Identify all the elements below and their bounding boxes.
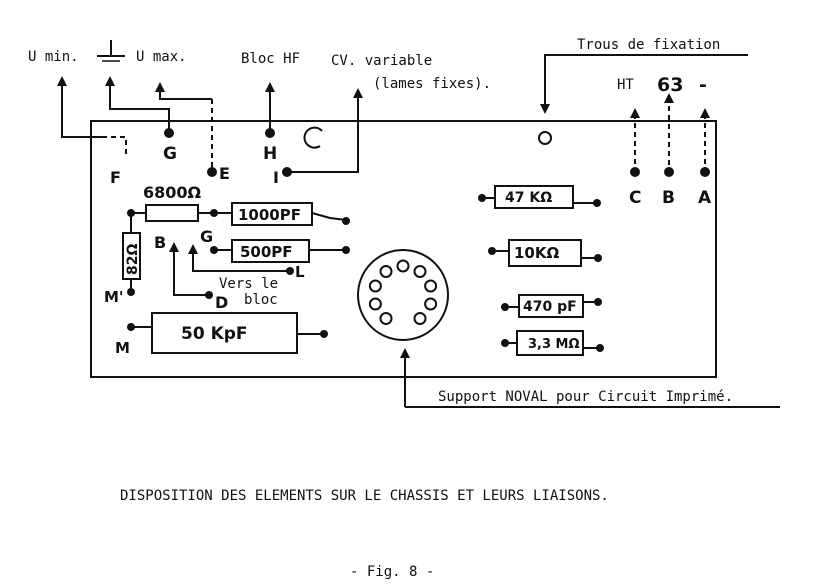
- capacitor-470pf: [518, 294, 584, 318]
- resistor-3-3m-label: 3,3 MΩ: [528, 337, 580, 352]
- capacitor-1000pf-label: 1000PF: [238, 206, 301, 224]
- label-trous-fixation: Trous de fixation: [577, 37, 720, 53]
- terminal-g: G: [163, 144, 177, 164]
- terminal-g-left: G: [200, 227, 213, 246]
- chassis-outline: [90, 120, 717, 378]
- resistor-47k-label: 47 KΩ: [505, 190, 552, 206]
- resistor-47k: [494, 185, 574, 209]
- socket-pin-hole: [424, 279, 438, 293]
- terminal-g-dot: [164, 128, 174, 138]
- fixing-hole-right: [538, 131, 552, 145]
- terminal-h-dot: [265, 128, 275, 138]
- capacitor-50kpf-label: 50 KpF: [181, 324, 248, 344]
- resistor-10k: [508, 239, 582, 267]
- socket-pin-hole: [413, 265, 427, 278]
- socket-pins: [368, 259, 438, 325]
- label-bloc-hf: Bloc HF: [241, 51, 300, 67]
- label-ht: HT: [617, 77, 634, 93]
- terminal-a-dot: [700, 167, 710, 177]
- socket-pin-hole: [368, 297, 382, 311]
- terminal-h: H: [263, 144, 277, 164]
- terminal-l: L: [295, 263, 305, 281]
- resistor-82-label: 82Ω: [125, 244, 141, 275]
- terminal-i: I: [273, 168, 279, 187]
- caption: DISPOSITION DES ELEMENTS SUR LE CHASSIS …: [120, 488, 609, 504]
- socket-pin-hole: [379, 312, 393, 325]
- figure-number: - Fig. 8 -: [350, 564, 434, 580]
- terminal-f: F: [110, 168, 121, 187]
- capacitor-50kpf: [151, 312, 298, 354]
- terminal-e-dot: [207, 167, 217, 177]
- ground-icon: [97, 40, 125, 62]
- label-cv-variable: CV. variable: [331, 53, 432, 69]
- terminal-c-dot: [630, 167, 640, 177]
- capacitor-470pf-label: 470 pF: [523, 299, 577, 315]
- terminal-d: D: [215, 293, 228, 312]
- label-lames-fixes: (lames fixes).: [373, 76, 491, 92]
- socket-pin-hole: [368, 279, 382, 293]
- terminal-b: B: [662, 188, 675, 208]
- socket-pin-hole: [396, 259, 410, 273]
- fixing-hole-left: [303, 126, 323, 149]
- label-minus: -: [699, 74, 707, 96]
- resistor-3-3m: [516, 330, 584, 356]
- terminal-a: A: [698, 188, 712, 208]
- terminal-b-left: B: [154, 233, 166, 252]
- label-ht-value: 63: [657, 74, 683, 96]
- terminal-b-dot: [664, 167, 674, 177]
- resistor-10k-label: 10KΩ: [514, 244, 559, 262]
- resistor-6800-label: 6800Ω: [143, 183, 202, 202]
- terminal-e: E: [219, 164, 230, 183]
- resistor-6800: [145, 204, 199, 222]
- label-u-max: U max.: [136, 49, 187, 65]
- terminal-c: C: [629, 188, 641, 208]
- socket-pin-hole: [379, 265, 393, 278]
- terminal-m-prime: M': [104, 288, 124, 306]
- note-bloc: bloc: [244, 292, 278, 308]
- note-support-noval: Support NOVAL pour Circuit Imprimé.: [438, 389, 733, 405]
- socket-pin-hole: [424, 297, 438, 311]
- note-vers-le: Vers le: [219, 276, 278, 292]
- capacitor-500pf-label: 500PF: [240, 243, 293, 261]
- terminal-m: M: [115, 339, 130, 357]
- label-u-min: U min.: [28, 49, 79, 65]
- socket-pin-hole: [413, 312, 427, 325]
- noval-socket: [357, 249, 449, 341]
- terminal-i-dot: [282, 167, 292, 177]
